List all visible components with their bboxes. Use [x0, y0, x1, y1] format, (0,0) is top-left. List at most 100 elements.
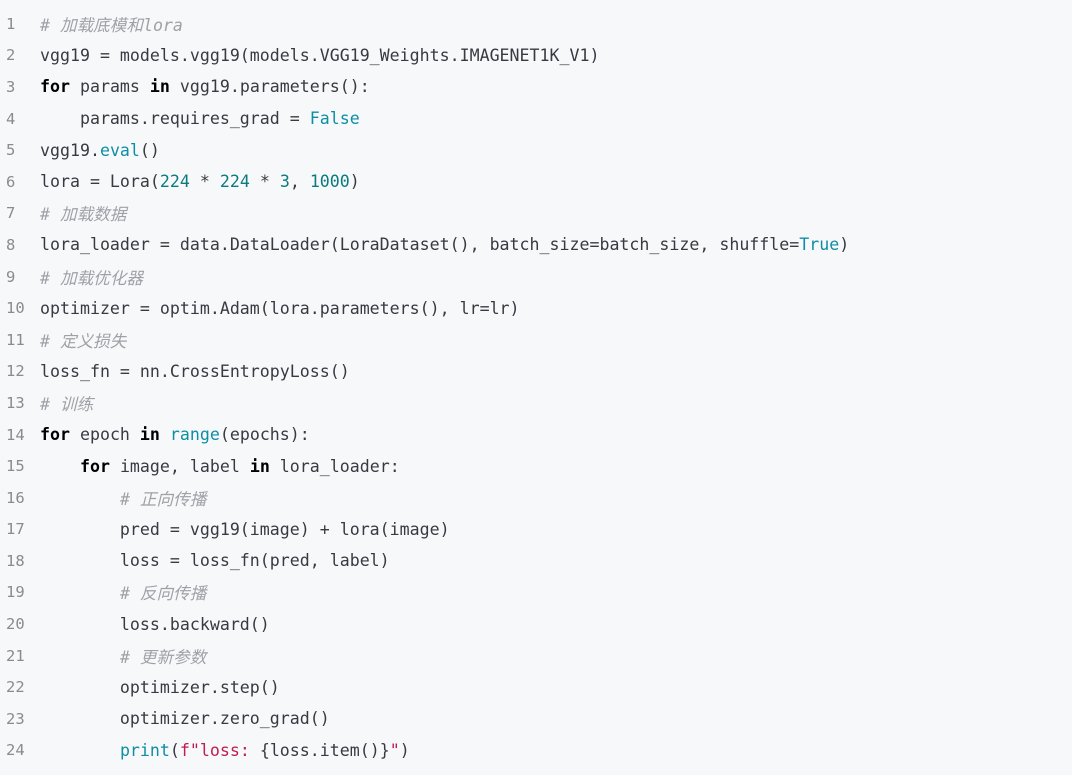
line-number: 17: [6, 520, 25, 539]
code-token-plain: loss = loss_fn(pred, label): [40, 551, 390, 571]
line-code: optimizer.step(): [36, 678, 280, 697]
code-token-plain: ,: [289, 172, 310, 192]
line-code: pred = vgg19(image) + lora(image): [36, 520, 450, 539]
line-number: 7: [6, 204, 16, 223]
code-token-plain: (: [169, 740, 180, 760]
code-token-plain: *: [249, 172, 280, 192]
code-token-keyword: for: [40, 77, 70, 97]
code-line: 16 # 正向传播: [0, 482, 1072, 514]
code-token-comment: # 反向传播: [119, 584, 207, 604]
line-code: # 定义损失: [36, 328, 126, 352]
line-number: 9: [6, 267, 16, 286]
line-code: params.requires_grad = False: [36, 109, 360, 128]
line-number: 1: [6, 14, 16, 33]
code-token-keyword: in: [149, 77, 170, 97]
line-code: optimizer.zero_grad(): [36, 709, 330, 728]
line-number: 8: [6, 235, 16, 254]
code-token-plain: params.requires_grad =: [40, 109, 310, 129]
code-token-plain: vgg19.parameters():: [169, 77, 370, 97]
code-token-plain: params: [69, 77, 150, 97]
line-code: optimizer = optim.Adam(lora.parameters()…: [36, 299, 520, 318]
code-token-plain: lora = Lora(: [40, 172, 160, 192]
code-token-builtin: eval: [99, 140, 140, 160]
code-token-plain: [40, 648, 120, 667]
code-line: 24 print(f"loss: {loss.item()}"): [0, 735, 1072, 767]
line-number: 24: [6, 741, 25, 760]
line-number: 23: [6, 709, 25, 728]
code-token-number: 224: [219, 172, 250, 192]
code-token-comment: # 训练: [40, 394, 94, 414]
line-code: # 加载优化器: [36, 265, 143, 289]
line-number: 21: [6, 646, 25, 665]
code-token-comment: # 更新参数: [119, 647, 207, 667]
line-code: # 加载数据: [36, 201, 126, 225]
code-token-plain: optimizer.zero_grad(): [40, 709, 330, 729]
code-token-comment: # 加载底模和lora: [40, 15, 183, 35]
code-token-comment: # 定义损失: [40, 331, 127, 351]
code-line: 21 # 更新参数: [0, 640, 1072, 672]
code-line: 2 vgg19 = models.vgg19(models.VGG19_Weigh…: [0, 40, 1072, 72]
code-line: 18 loss = loss_fn(pred, label): [0, 545, 1072, 577]
line-number: 13: [6, 393, 25, 412]
code-line: 3 for params in vgg19.parameters():: [0, 71, 1072, 103]
line-code: # 训练: [36, 391, 93, 415]
line-code: for epoch in range(epochs):: [36, 425, 310, 444]
code-token-comment: # 正向传播: [119, 489, 207, 509]
code-token-plain: *: [189, 172, 220, 192]
line-number: 20: [6, 615, 25, 634]
code-token-number: 3: [279, 172, 290, 192]
code-token-plain: optimizer.step(): [40, 677, 280, 697]
code-token-plain: (epochs):: [219, 425, 310, 445]
code-token-keyword: for: [79, 456, 110, 476]
code-token-number: 224: [159, 172, 190, 192]
code-line: 20 loss.backward(): [0, 608, 1072, 640]
line-number: 2: [6, 46, 16, 65]
code-token-plain: pred = vgg19(image) + lora(image): [40, 519, 450, 539]
code-token-number: 1000: [309, 172, 350, 192]
line-code: loss = loss_fn(pred, label): [36, 551, 390, 570]
code-token-plain: epoch: [69, 425, 140, 445]
line-code: lora_loader = data.DataLoader(LoraDatase…: [36, 235, 849, 254]
code-token-builtin: print: [119, 740, 170, 760]
code-line: 12 loss_fn = nn.CrossEntropyLoss(): [0, 356, 1072, 388]
line-code: lora = Lora(224 * 224 * 3, 1000): [36, 172, 360, 191]
code-token-plain: (): [139, 140, 160, 160]
line-number: 19: [6, 583, 25, 602]
code-token-plain: ): [349, 172, 360, 192]
code-token-plain: loss.backward(): [40, 614, 270, 634]
line-number: 18: [6, 551, 25, 570]
line-code: loss_fn = nn.CrossEntropyLoss(): [36, 362, 350, 381]
code-line: 1 # 加载底模和lora: [0, 8, 1072, 40]
line-code: # 正向传播: [36, 486, 206, 510]
line-number: 10: [6, 299, 25, 318]
code-token-plain: [160, 425, 170, 444]
code-token-plain: lora_loader:: [269, 456, 400, 476]
line-number: 4: [6, 109, 16, 128]
line-code: # 加载底模和lora: [36, 12, 183, 36]
code-token-plain: [40, 741, 120, 760]
line-number: 3: [6, 77, 16, 96]
code-token-plain: vgg19 = models.vgg19(models.VGG19_Weight…: [40, 45, 600, 65]
code-token-plain: {loss.item()}: [259, 740, 390, 760]
line-number: 22: [6, 678, 25, 697]
code-token-plain: ): [399, 740, 410, 760]
code-token-builtin: False: [309, 109, 360, 129]
line-code: for image, label in lora_loader:: [36, 457, 400, 476]
code-token-plain: vgg19.: [40, 140, 100, 160]
code-line: 10 optimizer = optim.Adam(lora.parameters…: [0, 292, 1072, 324]
code-token-plain: ): [839, 235, 850, 255]
code-line: 11# 定义损失: [0, 324, 1072, 356]
line-code: vgg19.eval(): [36, 141, 160, 160]
code-token-plain: [40, 584, 120, 603]
line-number: 12: [6, 362, 25, 381]
line-number: 15: [6, 457, 25, 476]
code-token-plain: optimizer = optim.Adam(lora.parameters()…: [40, 298, 520, 318]
code-token-plain: image, label: [109, 456, 250, 476]
code-line: 7 # 加载数据: [0, 198, 1072, 230]
code-token-plain: [40, 490, 120, 509]
line-code: # 更新参数: [36, 644, 206, 668]
